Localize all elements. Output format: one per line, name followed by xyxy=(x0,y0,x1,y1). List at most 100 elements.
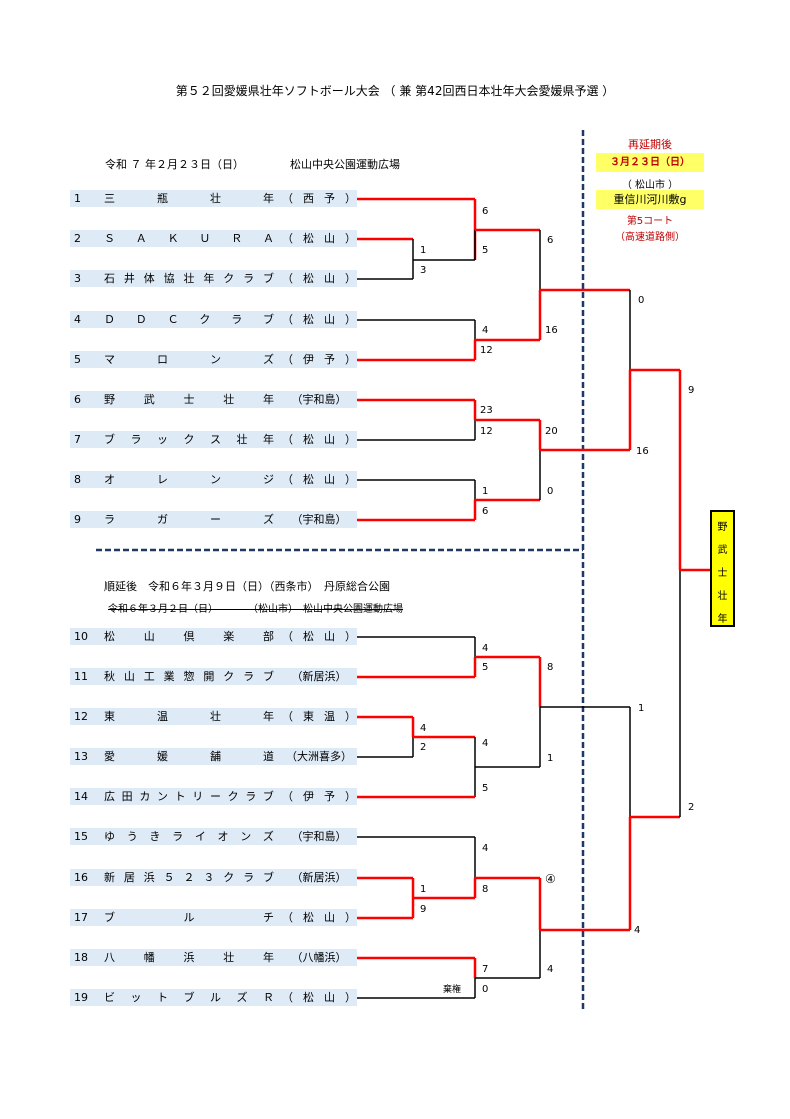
team-number: 6 xyxy=(74,393,81,406)
team-number: 3 xyxy=(74,272,81,285)
team-number: 4 xyxy=(74,313,81,326)
team-region-char: ） xyxy=(345,353,356,366)
team-region: （松山） xyxy=(282,628,356,645)
section-divider xyxy=(96,130,585,1010)
team-region-char: 山 xyxy=(324,272,335,285)
team-name-char: 居 xyxy=(123,871,135,884)
score-label: 1 xyxy=(638,703,645,714)
extension-court: 第5コート xyxy=(626,216,674,227)
team-name-char: Ｃ xyxy=(167,313,179,326)
team-region-char: ） xyxy=(345,991,356,1004)
team-name-char: 壮 xyxy=(223,393,235,406)
score-label: 2 xyxy=(420,742,427,753)
team-name-char: 壮 xyxy=(183,272,195,285)
team-name-char: ラ xyxy=(245,790,257,803)
team-region-char: ） xyxy=(345,911,356,924)
team-name-char: 武 xyxy=(143,393,155,406)
team-name-char: 壮 xyxy=(210,710,221,723)
team-name-char: 年 xyxy=(263,192,274,205)
team-name: 愛媛舗道 xyxy=(104,748,274,765)
team-region: （伊予） xyxy=(282,788,356,805)
team-name-char: ク xyxy=(223,871,235,884)
team-region-char: 松 xyxy=(303,433,314,446)
team-name-char: Ｄ xyxy=(104,313,115,326)
team-name-char: 幡 xyxy=(143,951,155,964)
team-name: ラガーズ xyxy=(104,511,274,528)
score-label: 5 xyxy=(482,662,489,673)
extension-city: （ 松山市 ） xyxy=(621,180,679,191)
tournament-title: 第５２回愛媛県壮年ソフトボール大会 （ 兼 第42回西日本壮年大会愛媛県予選 ） xyxy=(175,84,615,98)
team-name-char: 新 xyxy=(104,871,115,884)
score-label: 12 xyxy=(480,426,493,437)
team-name-char: 年 xyxy=(263,710,274,723)
team-name-char: 浜 xyxy=(183,951,195,964)
team-region-char: （大洲喜多） xyxy=(286,750,352,763)
team-name-char: 野 xyxy=(104,393,115,406)
team-name-char: 業 xyxy=(163,670,175,683)
champion-char: 武 xyxy=(717,545,728,556)
team-name-char: ラ xyxy=(243,670,255,683)
team-name-char: ラ xyxy=(231,313,243,326)
team-region-char: （宇和島） xyxy=(291,513,347,526)
champion-char: 壮 xyxy=(717,591,728,602)
team-region-char: （ xyxy=(282,433,293,446)
team-name-char: ラ xyxy=(130,433,142,446)
team-name-char: 広 xyxy=(104,790,115,803)
score-label: 0 xyxy=(482,984,489,995)
team-name-char: チ xyxy=(263,911,274,924)
team-number: 12 xyxy=(74,710,88,723)
team-number: 2 xyxy=(74,232,81,245)
team-name-char: ジ xyxy=(263,473,274,486)
team-region: （宇和島） xyxy=(282,391,356,408)
team-name-char: ビ xyxy=(104,991,115,1004)
score-label: 7 xyxy=(482,964,489,975)
score-label: 4 xyxy=(482,843,489,854)
team-region-char: ） xyxy=(345,192,356,205)
score-label: 6 xyxy=(547,235,554,246)
team-region: （八幡浜） xyxy=(282,949,356,966)
score-label: 5 xyxy=(482,245,489,256)
team-region-char: 東 xyxy=(303,710,314,723)
team-name-char: 壮 xyxy=(210,192,221,205)
team-name-char: レ xyxy=(157,473,168,486)
team-region-char: 松 xyxy=(303,313,314,326)
team-name-char: 年 xyxy=(263,433,274,446)
team-region-char: 伊 xyxy=(303,790,314,803)
team-name-char: ッ xyxy=(130,991,142,1004)
score-label: 23 xyxy=(480,405,493,416)
team-name-char: ト xyxy=(174,790,186,803)
team-region-char: 山 xyxy=(324,630,335,643)
team-region-char: （ xyxy=(282,710,293,723)
team-number: 17 xyxy=(74,911,88,924)
team-name-char: 壮 xyxy=(223,951,235,964)
team-name-char: 八 xyxy=(104,951,115,964)
team-name-char: ２ xyxy=(183,871,195,884)
team-name-char: Ｋ xyxy=(167,232,179,245)
team-region-char: （ xyxy=(282,192,293,205)
team-number: 11 xyxy=(74,670,88,683)
team-name: ゆうきライオンズ xyxy=(104,828,274,845)
team-name-char: ブ xyxy=(262,313,274,326)
team-name-char: マ xyxy=(104,353,115,366)
champion-box: 野 武 士 壮 年 xyxy=(710,510,735,627)
team-name-char: ク xyxy=(223,670,235,683)
team-number: 5 xyxy=(74,353,81,366)
team-region-char: （ xyxy=(282,991,293,1004)
team-name-char: 倶 xyxy=(183,630,195,643)
team-name-char: 年 xyxy=(203,272,215,285)
team-region-char: 山 xyxy=(324,991,335,1004)
team-name-char: ロ xyxy=(157,353,168,366)
block1-date: 令和 ７ 年２月２３日（日） xyxy=(105,158,244,171)
team-region: （松山） xyxy=(282,989,356,1006)
team-name-char: ン xyxy=(156,790,168,803)
team-region-char: （新居浜） xyxy=(291,871,347,884)
team-name-char: ス xyxy=(210,433,221,446)
score-label: 16 xyxy=(545,325,558,336)
